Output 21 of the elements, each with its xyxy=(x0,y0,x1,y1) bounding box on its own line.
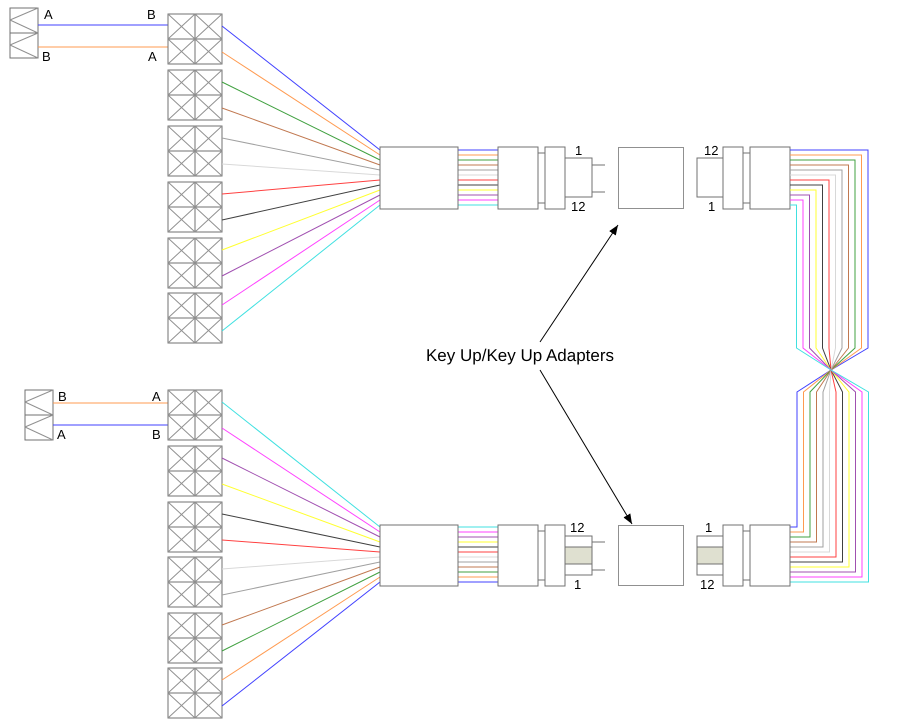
port-letter: A xyxy=(57,428,66,442)
fiber-number: 12 xyxy=(704,144,718,158)
fiber-number: 12 xyxy=(700,578,714,592)
adapter-box xyxy=(618,525,684,586)
callout-text: Key Up/Key Up Adapters xyxy=(395,343,645,369)
port-letter: A xyxy=(148,50,157,64)
port-letter: A xyxy=(44,8,53,22)
port-letter: A xyxy=(152,390,161,404)
arrow xyxy=(540,370,632,524)
port-letter: B xyxy=(58,390,67,404)
fiber-number: 12 xyxy=(570,521,584,535)
fiber-number: 1 xyxy=(574,578,582,592)
fiber-number: 12 xyxy=(571,200,586,214)
port-letter: B xyxy=(42,50,51,64)
fiber-number: 1 xyxy=(705,521,712,535)
adapter-box xyxy=(618,147,684,209)
arrow xyxy=(540,224,618,342)
port-letter: B xyxy=(152,428,161,442)
fiber-number: 1 xyxy=(575,144,582,158)
port-letter: B xyxy=(147,8,156,22)
fiber-number: 1 xyxy=(708,200,716,214)
